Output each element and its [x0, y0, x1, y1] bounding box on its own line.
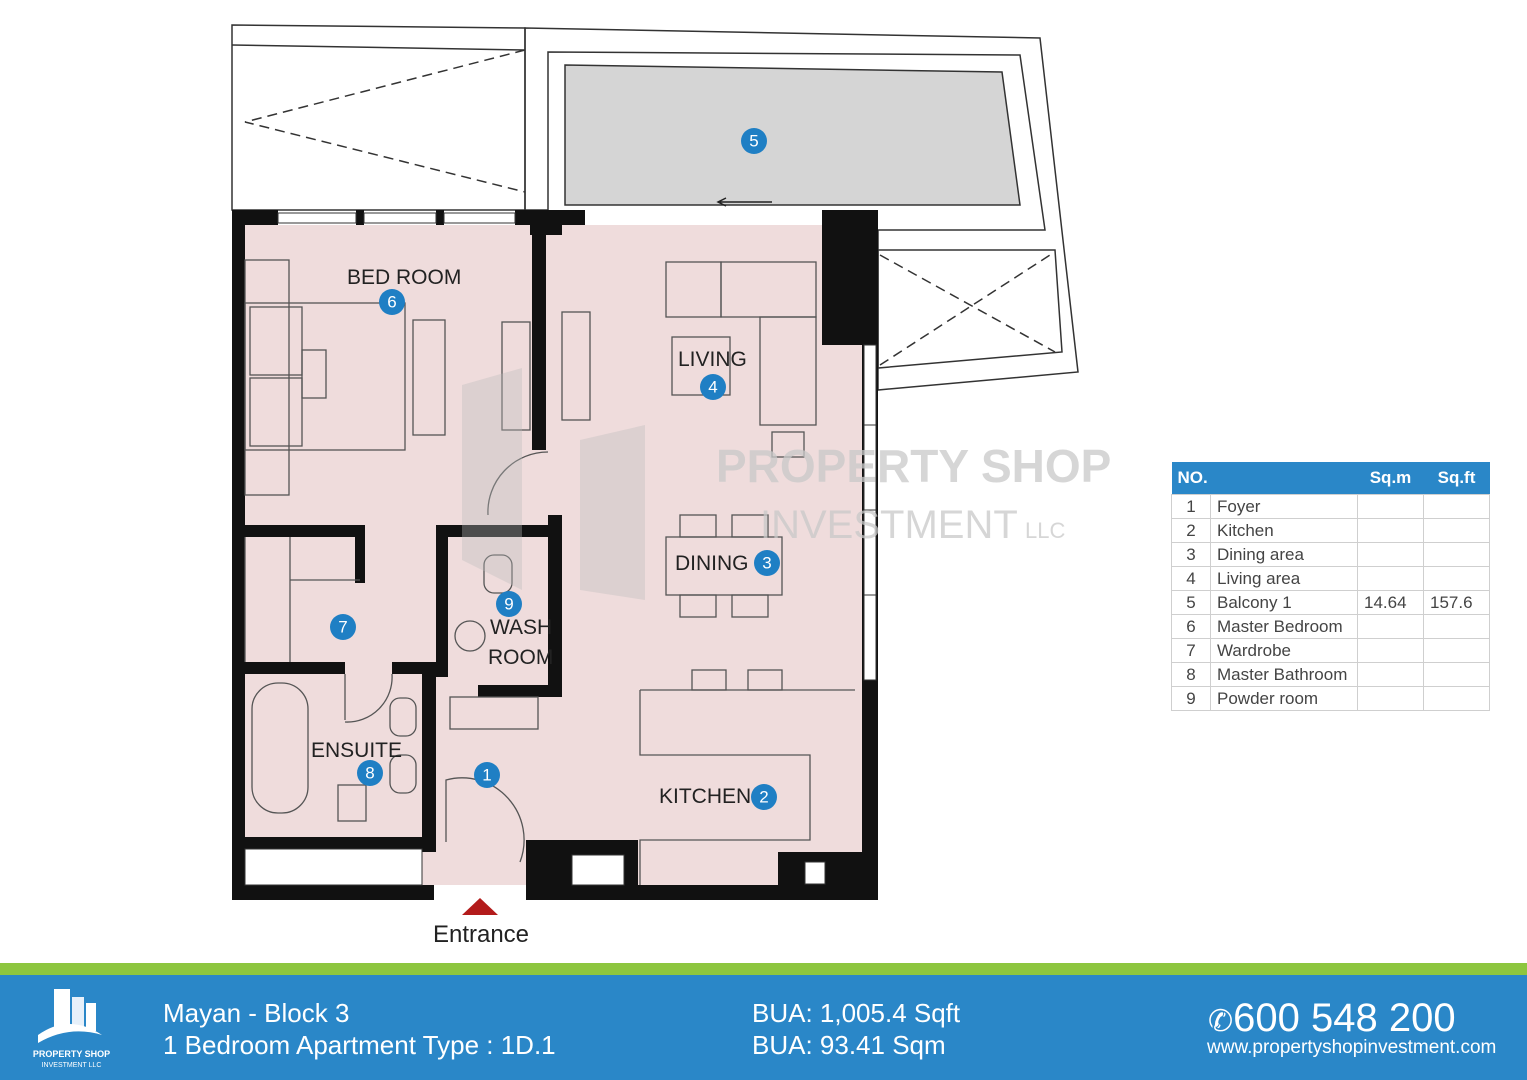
- cell-sqft: [1423, 614, 1490, 639]
- room-labels: BED ROOM LIVING DINING WASH ROOM ENSUITE…: [311, 266, 751, 808]
- building-logo-icon: [38, 989, 102, 1043]
- furniture: [244, 259, 855, 885]
- svg-text:8: 8: [365, 764, 374, 783]
- cell-no: 1: [1171, 494, 1211, 519]
- badge-8: 8: [357, 760, 383, 786]
- cell-sqft: [1423, 662, 1490, 687]
- windows: [244, 212, 877, 886]
- label-bedroom: BED ROOM: [347, 266, 461, 289]
- cell-sqm: [1357, 518, 1424, 543]
- cell-sqft: [1423, 494, 1490, 519]
- svg-text:3: 3: [762, 554, 771, 573]
- svg-text:LLC: LLC: [1025, 518, 1065, 543]
- cell-no: 6: [1171, 614, 1211, 639]
- cell-no: 5: [1171, 590, 1211, 615]
- svg-text:4: 4: [708, 378, 717, 397]
- cell-no: 9: [1171, 686, 1211, 711]
- label-wash: WASH: [490, 616, 552, 639]
- cell-no: 2: [1171, 518, 1211, 543]
- cell-name: Master Bathroom: [1210, 662, 1358, 687]
- cell-sqm: [1357, 542, 1424, 567]
- cell-sqft: [1423, 518, 1490, 543]
- svg-text:INVESTMENT: INVESTMENT: [760, 503, 1018, 547]
- entrance-arrow-icon: [462, 898, 498, 915]
- cell-sqm: 14.64: [1357, 590, 1424, 615]
- svg-text:5: 5: [749, 132, 758, 151]
- cell-name: Master Bedroom: [1210, 614, 1358, 639]
- cell-name: Living area: [1210, 566, 1358, 591]
- cell-sqft: [1423, 638, 1490, 663]
- cell-no: 8: [1171, 662, 1211, 687]
- cell-no: 4: [1171, 566, 1211, 591]
- walls: [232, 210, 878, 900]
- apartment-type: 1 Bedroom Apartment Type : 1D.1: [163, 1030, 556, 1060]
- company-logo: PROPERTY SHOP INVESTMENT LLC: [24, 983, 119, 1073]
- cell-name: Kitchen: [1210, 518, 1358, 543]
- phone-number[interactable]: ✆600 548 200: [1208, 996, 1456, 1040]
- cell-sqm: [1357, 566, 1424, 591]
- cell-sqm: [1357, 686, 1424, 711]
- website-link[interactable]: www.propertyshopinvestment.com: [1207, 1037, 1497, 1058]
- phone-icon: ✆: [1208, 1005, 1234, 1038]
- svg-text:6: 6: [387, 293, 396, 312]
- cell-sqft: [1423, 566, 1490, 591]
- floor-plan: PROPERTY SHOP INVESTMENT LLC BED ROOM LI…: [231, 24, 1111, 948]
- project-name: Mayan - Block 3: [163, 998, 350, 1028]
- bua-sqm: BUA: 93.41 Sqm: [752, 1030, 946, 1060]
- svg-text:7: 7: [338, 618, 347, 637]
- entrance-label: Entrance: [433, 921, 529, 948]
- badge-7: 7: [330, 614, 356, 640]
- label-kitchen: KITCHEN: [659, 785, 751, 808]
- badge-3: 3: [754, 550, 780, 576]
- cell-name: Balcony 1: [1210, 590, 1358, 615]
- badge-1: 1: [474, 762, 500, 788]
- svg-text:2: 2: [759, 788, 768, 807]
- cell-no: 3: [1171, 542, 1211, 567]
- cell-name: Foyer: [1210, 494, 1358, 519]
- svg-text:9: 9: [504, 595, 513, 614]
- label-living: LIVING: [678, 348, 747, 371]
- cell-sqft: [1423, 542, 1490, 567]
- cell-name: Dining area: [1210, 542, 1358, 567]
- svg-text:PROPERTY SHOP: PROPERTY SHOP: [716, 440, 1111, 492]
- balcony-floor: [564, 64, 1021, 206]
- cell-sqft: 157.6: [1423, 590, 1490, 615]
- cell-sqm: [1357, 494, 1424, 519]
- cell-name: Wardrobe: [1210, 638, 1358, 663]
- cell-sqft: [1423, 686, 1490, 711]
- svg-text:1: 1: [482, 766, 491, 785]
- watermark: PROPERTY SHOP INVESTMENT LLC: [462, 368, 1111, 600]
- label-room: ROOM: [488, 646, 553, 669]
- label-ensuite: ENSUITE: [311, 739, 402, 762]
- footer: PROPERTY SHOP INVESTMENT LLC Mayan - Blo…: [0, 975, 1527, 1080]
- cell-name: Powder room: [1210, 686, 1358, 711]
- bua-sqft: BUA: 1,005.4 Sqft: [752, 998, 961, 1028]
- cell-sqm: [1357, 662, 1424, 687]
- cell-no: 7: [1171, 638, 1211, 663]
- cell-sqm: [1357, 614, 1424, 639]
- badge-9: 9: [496, 591, 522, 617]
- badge-5: 5: [741, 128, 767, 154]
- cell-sqm: [1357, 638, 1424, 663]
- badge-4: 4: [700, 374, 726, 400]
- footer-accent-bar: [0, 963, 1527, 975]
- sliding-door-arrow: [716, 197, 772, 207]
- badge-6: 6: [379, 289, 405, 315]
- badge-2: 2: [751, 784, 777, 810]
- label-dining: DINING: [675, 552, 749, 575]
- room-number-badges: 6 4 3 9 8 2 7 1 5: [330, 128, 780, 810]
- table-header: NO. Sq.m Sq.ft: [1171, 462, 1490, 495]
